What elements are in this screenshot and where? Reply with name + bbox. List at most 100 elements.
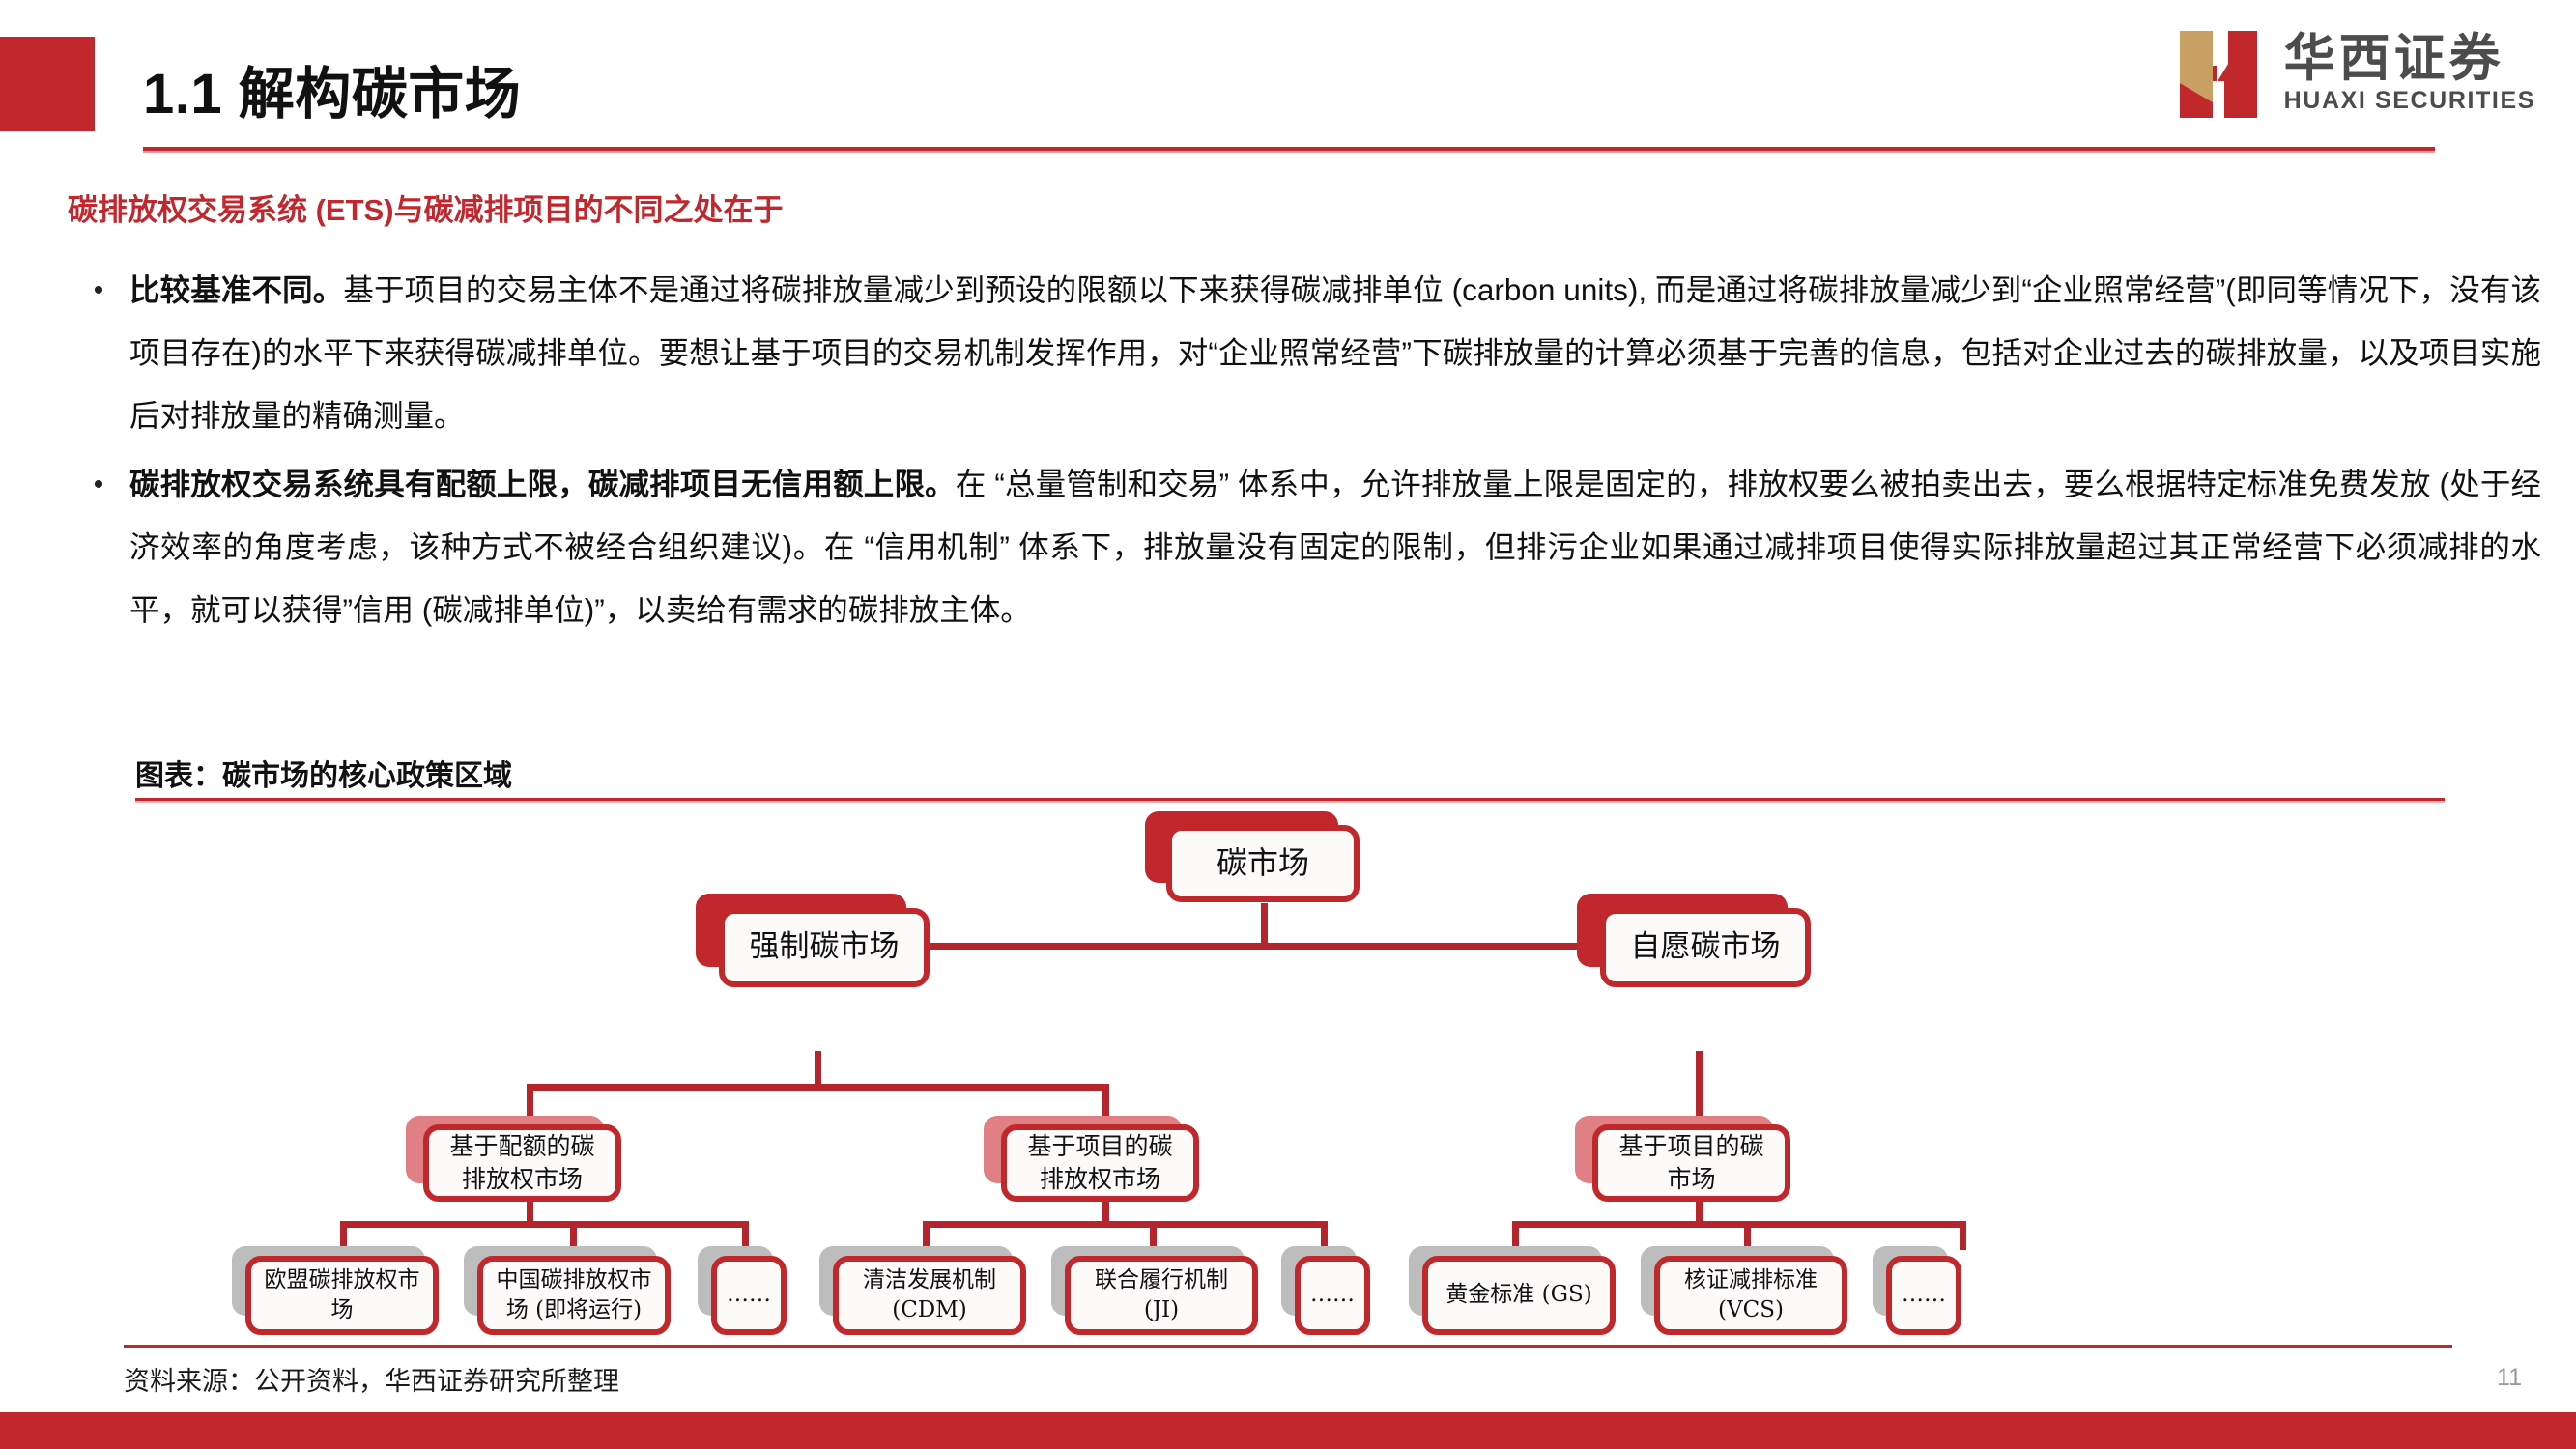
node-label: 联合履行机制(JI) — [1095, 1266, 1228, 1322]
node-label-box: 基于配额的碳排放权市场 — [423, 1124, 621, 1202]
node-ji: 联合履行机制(JI) — [1051, 1246, 1283, 1343]
header-accent-block — [0, 37, 95, 131]
huaxi-h-mark-icon — [2174, 25, 2263, 122]
connector — [340, 1221, 347, 1250]
node-label: 基于配额的碳排放权市场 — [449, 1132, 595, 1193]
node-china-ets: 中国碳排放权市场 (即将运行) — [464, 1246, 696, 1343]
node-ellipsis-3: …… — [1873, 1246, 1979, 1343]
source-note: 资料来源：公开资料，华西证券研究所整理 — [124, 1367, 619, 1396]
node-label-box: 中国碳排放权市场 (即将运行) — [477, 1256, 671, 1335]
connector — [1512, 1221, 1703, 1228]
node-ellipsis-1: …… — [698, 1246, 804, 1343]
node-label-box: …… — [1295, 1256, 1370, 1335]
node-label-box: 黄金标准 (GS) — [1422, 1256, 1616, 1335]
node-label: 基于项目的碳市场 — [1618, 1132, 1764, 1193]
node-compliance-carbon-market: 强制碳市场 — [696, 894, 947, 995]
bullet-bold-lead: 碳排放权交易系统具有配额上限，碳减排项目无信用额上限。 — [129, 467, 956, 501]
figure-divider — [135, 798, 2445, 801]
node-label-box: 核证减排标准(VCS) — [1654, 1256, 1847, 1335]
connector — [923, 1221, 1109, 1228]
node-cdm: 清洁发展机制(CDM) — [819, 1246, 1051, 1343]
figure-divider-soft — [135, 801, 2445, 803]
connector — [1102, 1188, 1109, 1227]
node-carbon-market: 碳市场 — [1145, 811, 1367, 908]
bullet-text: 碳排放权交易系统具有配额上限，碳减排项目无信用额上限。在 “总量管制和交易” 体… — [129, 453, 2541, 641]
page-header: 1.1 解构碳市场 华西证券 HUAXI SECURITIES — [0, 0, 2576, 155]
connector — [742, 1221, 749, 1250]
node-label: 中国碳排放权市场 (即将运行) — [496, 1266, 652, 1322]
connector — [1261, 943, 1703, 950]
header-divider — [143, 147, 2435, 151]
bullet-body-text: 在 “总量管制和交易” 体系中，允许排放量上限是固定的，排放权要么被拍卖出去，要… — [129, 467, 2541, 627]
node-label: …… — [1310, 1282, 1355, 1308]
node-label: …… — [727, 1282, 771, 1308]
list-item: • 碳排放权交易系统具有配额上限，碳减排项目无信用额上限。在 “总量管制和交易”… — [68, 453, 2541, 641]
connector — [815, 1084, 1109, 1091]
logo-chinese-name: 华西证券 — [2283, 29, 2504, 87]
bullet-marker: • — [93, 469, 104, 500]
bullet-marker: • — [93, 274, 104, 306]
figure-title: 图表：碳市场的核心政策区域 — [135, 760, 512, 792]
source-divider — [124, 1345, 2452, 1348]
bullet-list: • 比较基准不同。基于项目的交易主体不是通过将碳排放量减少到预设的限额以下来获得… — [68, 259, 2541, 647]
node-label-box: 碳市场 — [1166, 825, 1360, 902]
footer-bar — [0, 1412, 2576, 1449]
node-label: 自愿碳市场 — [1630, 929, 1781, 965]
node-voluntary-carbon-market: 自愿碳市场 — [1577, 894, 1828, 995]
connector — [1744, 1221, 1751, 1250]
node-eu-ets: 欧盟碳排放权市场 — [232, 1246, 464, 1343]
connector — [340, 1221, 533, 1228]
node-project-based-voluntary-market: 基于项目的碳市场 — [1575, 1116, 1817, 1208]
node-vcs: 核证减排标准(VCS) — [1641, 1246, 1873, 1343]
node-allowance-based-market: 基于配额的碳排放权市场 — [406, 1116, 647, 1208]
header-divider-soft — [143, 151, 2435, 153]
section-heading: 碳排放权交易系统 (ETS)与碳减排项目的不同之处在于 — [68, 193, 784, 227]
connector — [1102, 1084, 1109, 1122]
node-label-box: …… — [711, 1256, 787, 1335]
node-label: 基于项目的碳排放权市场 — [1027, 1132, 1173, 1193]
node-label-box: 基于项目的碳排放权市场 — [1001, 1124, 1199, 1202]
node-label-box: 欧盟碳排放权市场 — [245, 1256, 439, 1335]
connector — [1512, 1221, 1519, 1250]
connector — [1696, 1221, 1966, 1228]
node-label: 碳市场 — [1216, 844, 1309, 882]
connector — [1261, 903, 1268, 950]
node-label: 清洁发展机制(CDM) — [863, 1266, 996, 1322]
connector — [923, 1221, 930, 1250]
connector — [527, 1084, 533, 1122]
logo-wordmark: 华西证券 HUAXI SECURITIES — [2284, 31, 2535, 116]
connector — [1696, 1188, 1703, 1227]
node-label-box: 联合履行机制(JI) — [1065, 1256, 1258, 1335]
node-label-box: 基于项目的碳市场 — [1592, 1124, 1790, 1202]
page-title: 1.1 解构碳市场 — [143, 63, 522, 126]
bullet-body-text: 基于项目的交易主体不是通过将碳排放量减少到预设的限额以下来获得碳减排单位 (ca… — [129, 272, 2541, 433]
connector — [1321, 1221, 1328, 1250]
logo-english-name: HUAXI SECURITIES — [2283, 86, 2535, 114]
node-label-box: 自愿碳市场 — [1600, 908, 1811, 987]
connector — [527, 1188, 533, 1227]
node-label: 核证减排标准(VCS) — [1684, 1266, 1818, 1322]
node-label: 强制碳市场 — [749, 929, 900, 965]
list-item: • 比较基准不同。基于项目的交易主体不是通过将碳排放量减少到预设的限额以下来获得… — [68, 259, 2541, 447]
bullet-bold-lead: 比较基准不同。 — [129, 272, 344, 307]
node-label: 欧盟碳排放权市场 — [264, 1266, 420, 1322]
node-label: …… — [1902, 1282, 1946, 1308]
bullet-text: 比较基准不同。基于项目的交易主体不是通过将碳排放量减少到预设的限额以下来获得碳减… — [129, 259, 2541, 447]
connector — [1960, 1221, 1966, 1250]
node-project-based-market: 基于项目的碳排放权市场 — [984, 1116, 1225, 1208]
connector — [815, 943, 1269, 950]
connector — [1102, 1221, 1328, 1228]
node-ellipsis-2: …… — [1281, 1246, 1388, 1343]
company-logo: 华西证券 HUAXI SECURITIES — [2174, 21, 2535, 126]
connector — [527, 1084, 821, 1091]
connector — [570, 1221, 577, 1250]
node-label-box: 清洁发展机制(CDM) — [833, 1256, 1026, 1335]
node-gold-standard: 黄金标准 (GS) — [1409, 1246, 1641, 1343]
connector — [815, 1051, 821, 1090]
connector — [1696, 1051, 1703, 1122]
connector — [527, 1221, 749, 1228]
carbon-market-tree-diagram: 碳市场 强制碳市场 自愿碳市场 基于配额的碳排放权市场 基于项目的碳排放权市场 … — [0, 811, 2576, 1335]
node-label-box: 强制碳市场 — [719, 908, 930, 987]
node-label: 黄金标准 (GS) — [1445, 1282, 1592, 1308]
node-label-box: …… — [1886, 1256, 1961, 1335]
